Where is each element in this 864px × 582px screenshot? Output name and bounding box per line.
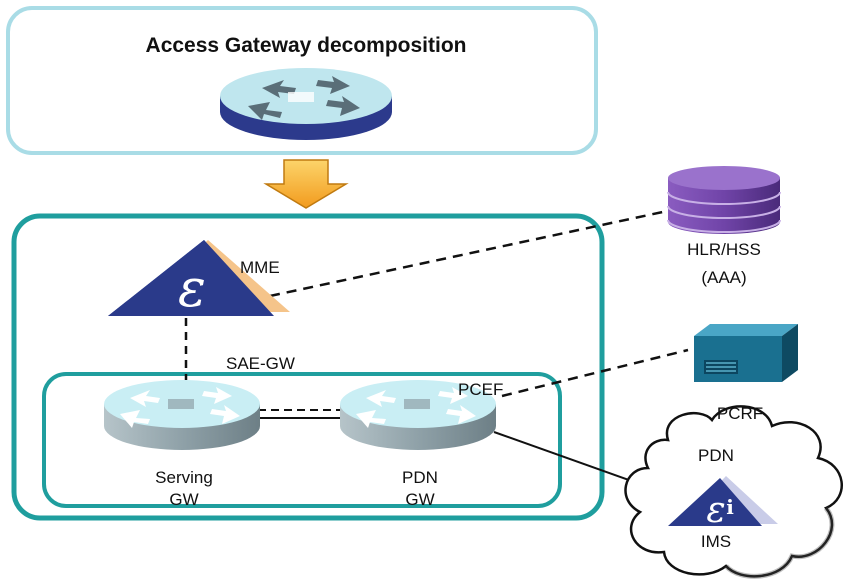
database-icon: [667, 166, 781, 234]
pcef-pcrf-link: [501, 348, 689, 398]
ims-label: IMS: [700, 532, 732, 551]
down-arrow-icon: [263, 159, 349, 209]
mme-label: MME: [240, 258, 280, 277]
svg-text:ε: ε: [178, 259, 206, 319]
pdn-cloud-link: [493, 431, 641, 485]
router-icon: [104, 380, 260, 450]
pcrf-label: PCRF: [716, 404, 764, 423]
aaa-label: (AAA): [701, 268, 747, 287]
mme-triangle-icon: ε: [108, 240, 290, 319]
hlr-label: HLR/HSS: [687, 240, 761, 259]
cloud-pdn-label: PDN: [698, 446, 734, 465]
router-icon: [220, 68, 392, 140]
router-icon: [340, 380, 496, 450]
serving-gw-label: GW: [169, 490, 199, 509]
pcef-label: PCEF: [458, 380, 504, 399]
diagram-title: Access Gateway decomposition: [145, 34, 467, 57]
serving-label: Serving: [155, 468, 213, 487]
pdn-gw-label: GW: [405, 490, 435, 509]
sae-gw-label: SAE-GW: [226, 354, 295, 373]
ims-triangle-icon: ε i: [668, 476, 778, 531]
svg-text:ε: ε: [706, 490, 725, 531]
server-icon: [694, 324, 798, 382]
pdn-label: PDN: [402, 468, 438, 487]
mme-hlr-link: [269, 208, 673, 298]
svg-text:i: i: [726, 495, 734, 519]
